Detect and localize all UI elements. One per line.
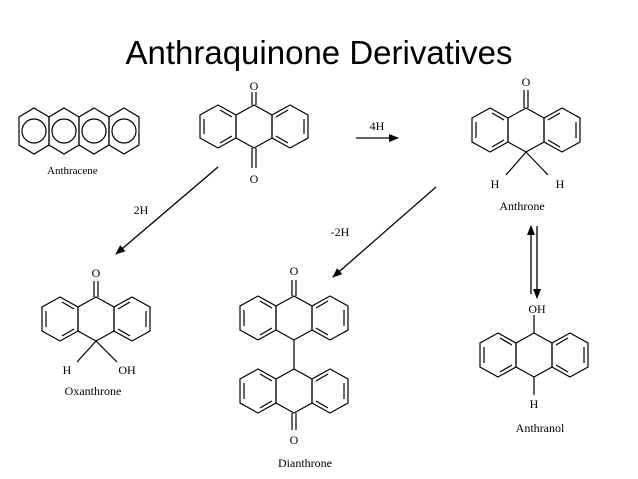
ring	[78, 107, 110, 155]
hydroxyl-group: OH	[118, 363, 136, 377]
oxygen-atom: O	[250, 172, 259, 186]
hydrogen-atom: H	[491, 177, 500, 191]
oxygen-atom: O	[522, 75, 531, 89]
anthrone-label: Anthrone	[499, 199, 544, 213]
anthraquinone-structure	[199, 92, 309, 168]
hydrogen-atom: H	[556, 177, 565, 191]
hydrogen-atom: H	[530, 397, 539, 411]
anthracene-label: Anthracene	[47, 165, 98, 177]
dianthrone-label: Dianthrone	[278, 456, 332, 470]
arrow-to-oxanthrone	[115, 166, 219, 255]
aromatic-circle	[21, 118, 47, 144]
slide-title: Anthraquinone Derivatives	[125, 34, 513, 71]
oxygen-atom: O	[92, 266, 101, 280]
oxanthrone-structure	[41, 281, 151, 363]
oxygen-atom: O	[250, 79, 259, 93]
hydroxyl-group: OH	[528, 302, 546, 316]
hydrogen-atom: H	[63, 363, 72, 377]
ring	[48, 107, 80, 155]
aromatic-circle	[111, 118, 137, 144]
ring	[108, 107, 140, 155]
anthranol-label: Anthranol	[516, 421, 565, 435]
oxanthrone-label: Oxanthrone	[65, 384, 122, 398]
oxygen-atom: O	[290, 264, 299, 278]
arrow-to-dianthrone	[332, 186, 437, 278]
anthracene-structure	[18, 107, 140, 155]
oxygen-atom: O	[290, 433, 299, 447]
arrow-label-2h: 2H	[134, 203, 149, 217]
aromatic-circle	[81, 118, 107, 144]
dianthrone-structure	[239, 280, 349, 430]
arrow-label-4h: 4H	[370, 119, 385, 133]
aromatic-circle	[51, 118, 77, 144]
anthranol-structure	[479, 315, 589, 395]
arrow-label-minus-2h: -2H	[331, 225, 350, 239]
ring	[18, 107, 50, 155]
anthrone-structure	[471, 90, 581, 176]
